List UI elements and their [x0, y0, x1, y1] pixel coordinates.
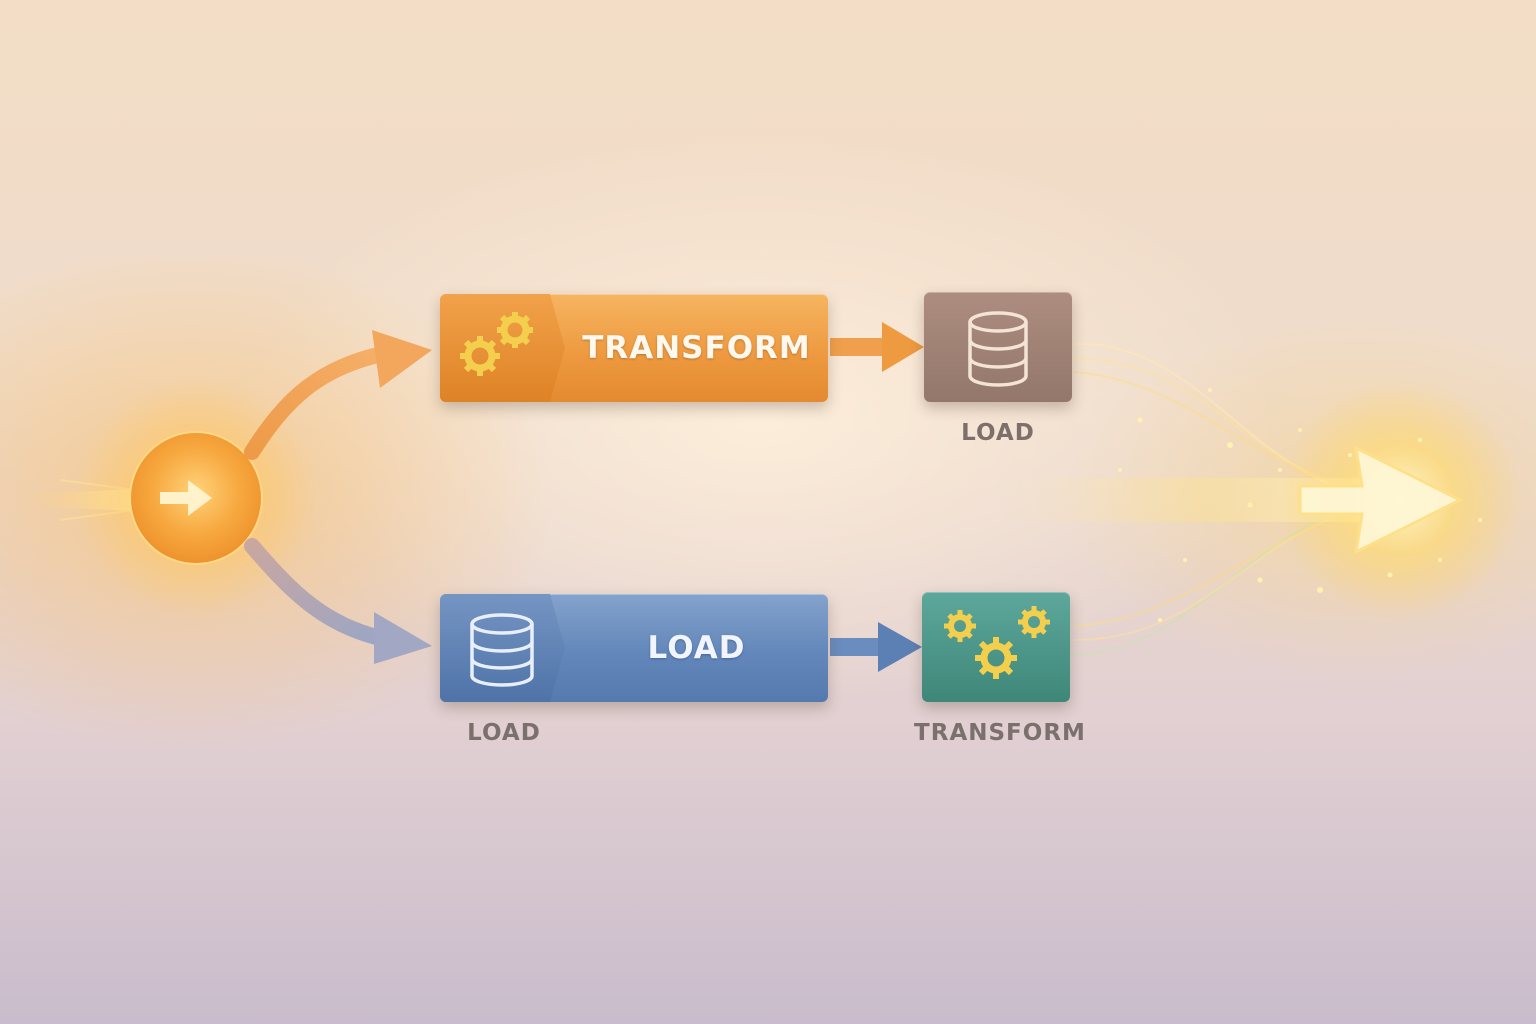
database-icon [470, 613, 534, 687]
load-tile [924, 292, 1072, 402]
gears-icon [944, 606, 1050, 679]
transform-tile-caption: TRANSFORM [914, 720, 1086, 746]
load-step-box: LOAD [440, 594, 828, 702]
load-step-caption: LOAD [467, 720, 541, 746]
load-icon-segment [440, 594, 565, 702]
load-tile-caption: LOAD [961, 420, 1035, 446]
top-connector-arrow [830, 322, 924, 372]
output-stream [1000, 342, 1520, 656]
upper-branch-arrow [244, 330, 432, 460]
transform-tile [922, 592, 1070, 702]
gears-icon [460, 312, 533, 376]
transform-icon-segment [440, 294, 565, 402]
transform-step-label: TRANSFORM [582, 330, 811, 366]
lower-branch-arrow [244, 538, 432, 664]
output-arrow-icon [1298, 445, 1464, 555]
arrow-right-icon [160, 480, 212, 516]
database-icon [968, 311, 1028, 387]
load-step-label: LOAD [647, 630, 746, 666]
bottom-connector-arrow [830, 622, 922, 672]
transform-step-box: TRANSFORM [440, 294, 828, 402]
